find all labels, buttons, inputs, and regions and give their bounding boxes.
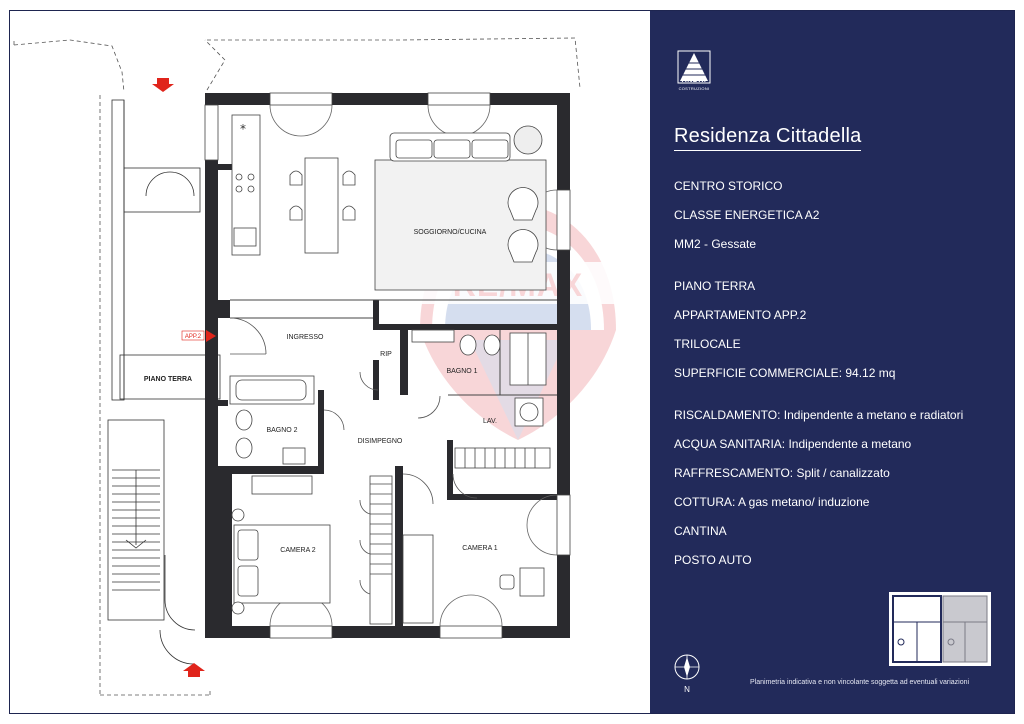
disclaimer: Planimetria indicativa e non vincolante …	[750, 679, 970, 686]
info-cellar: CANTINA	[674, 524, 727, 538]
info-heating: RISCALDAMENTO: Indipendente a metano e r…	[674, 408, 964, 422]
brand-subtitle: COSTRUZIONI	[678, 86, 710, 91]
north-compass-icon: N	[674, 654, 700, 694]
bathroom2-fixtures	[229, 375, 315, 465]
apartment-tag: APP.2	[181, 330, 216, 342]
room-entrance: INGRESSO	[287, 334, 325, 341]
laundry-fixtures	[514, 397, 544, 427]
svg-text:APP.2: APP.2	[185, 334, 202, 340]
info-energy-class: CLASSE ENERGETICA A2	[674, 208, 820, 222]
room-storage: RIP	[380, 351, 392, 358]
brand-name: ANDRI	[681, 77, 707, 84]
room-laundry: LAV.	[483, 418, 497, 425]
info-surface: SUPERFICIE COMMERCIALE: 94.12 mq	[674, 366, 896, 380]
outdoor-boundary	[13, 37, 581, 696]
entry-arrows	[152, 78, 205, 677]
external-stairs	[107, 99, 221, 665]
windows	[204, 92, 571, 639]
info-floor: PIANO TERRA	[674, 279, 756, 293]
svg-text:*: *	[240, 122, 246, 136]
info-zone: CENTRO STORICO	[674, 179, 783, 193]
info-water: ACQUA SANITARIA: Indipendente a metano	[674, 437, 912, 451]
kitchen-counter	[231, 114, 261, 256]
interior-partitions	[230, 299, 557, 396]
info-cooking: COTTURA: A gas metano/ induzione	[674, 495, 870, 509]
andri-logo-icon	[677, 50, 711, 84]
svg-text:N: N	[684, 685, 690, 694]
floor-plan: RE/MAX	[10, 11, 650, 713]
room-bedroom2: CAMERA 2	[280, 547, 316, 554]
room-bath2: BAGNO 2	[266, 427, 297, 434]
floor-label: PIANO TERRA	[144, 376, 192, 383]
entrance-door	[229, 317, 267, 355]
info-panel: ANDRI COSTRUZIONI Residenza Cittadella C…	[650, 11, 1014, 713]
room-hallway: DISIMPEGNO	[358, 438, 403, 445]
wardrobes	[369, 447, 551, 625]
bathroom1-fixtures	[411, 329, 547, 386]
room-bath1: BAGNO 1	[446, 368, 477, 375]
bedroom1-furniture	[402, 534, 545, 624]
room-living: SOGGIORNO/CUCINA	[414, 229, 487, 236]
hall-doors	[359, 473, 478, 595]
info-metro: MM2 - Gessate	[674, 237, 757, 251]
living-furniture	[374, 125, 547, 291]
bedroom2-furniture	[231, 475, 331, 615]
info-apartment: APPARTAMENTO APP.2	[674, 308, 807, 322]
room-bedroom1: CAMERA 1	[462, 545, 498, 552]
info-parking: POSTO AUTO	[674, 553, 752, 567]
dining-table	[289, 157, 356, 254]
info-rooms: TRILOCALE	[674, 337, 741, 351]
info-cooling: RAFFRESCAMENTO: Split / canalizzato	[674, 466, 890, 480]
page-title: Residenza Cittadella	[674, 125, 862, 151]
key-plan	[889, 592, 991, 666]
